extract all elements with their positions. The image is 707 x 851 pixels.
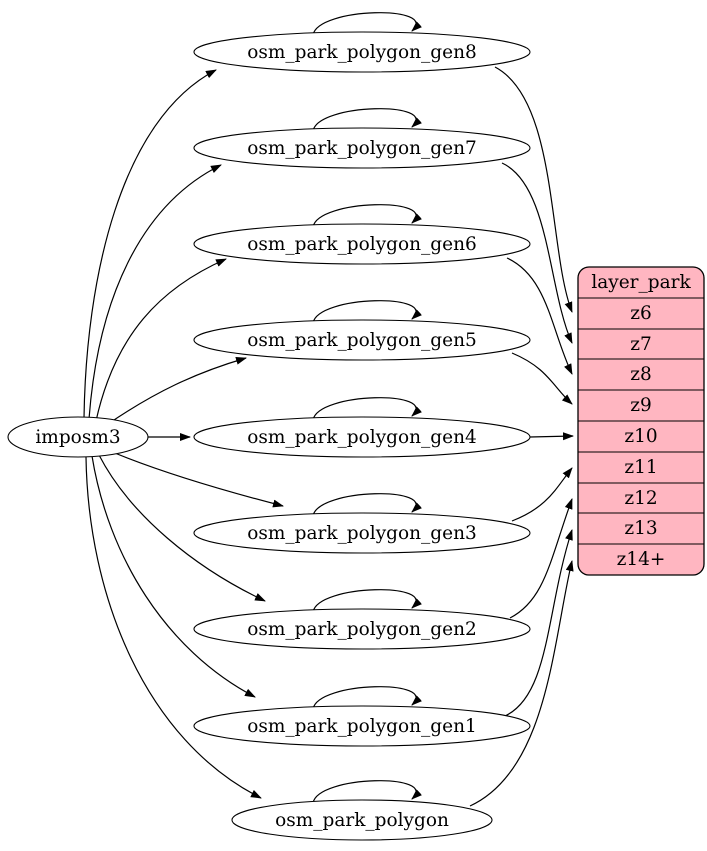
node-osm-park-polygon-gen4-shape	[193, 416, 531, 458]
node-osm-park-polygon-gen4: osm_park_polygon_gen4	[193, 416, 531, 458]
layer-park-row-z8: z8	[630, 364, 652, 385]
node-osm-park-polygon-gen1-label: osm_park_polygon_gen1	[247, 716, 477, 737]
node-osm-park-polygon-gen8-shape	[193, 31, 531, 73]
self-loop-osm-park-polygon-gen3	[312, 493, 423, 517]
node-osm-park-polygon-gen2-shape	[193, 608, 531, 650]
node-osm-park-polygon-gen8: osm_park_polygon_gen8	[193, 31, 531, 73]
node-osm-park-polygon-gen5-shape	[193, 319, 531, 361]
edge-imposm3-to-osm-park-polygon-gen7	[88, 164, 222, 420]
self-loop-osm-park-polygon-gen2	[312, 589, 423, 613]
self-loop-osm-park-polygon-gen5	[312, 300, 423, 324]
node-osm-park-polygon-gen8-label: osm_park_polygon_gen8	[247, 42, 477, 63]
self-loop-osm-park-polygon-gen8	[312, 12, 423, 36]
edge-osm-park-polygon-gen5-to-z9	[511, 352, 573, 405]
self-loops	[312, 12, 423, 804]
layer-park-row-z13: z13	[624, 518, 657, 539]
edge-imposm3-to-osm-park-polygon-gen2	[98, 454, 266, 602]
node-imposm3-label: imposm3	[35, 427, 120, 448]
node-osm-park-polygon-gen5: osm_park_polygon_gen5	[193, 319, 531, 361]
edge-osm-park-polygon-gen6-to-z8	[506, 257, 573, 375]
node-osm-park-polygon: osm_park_polygon	[231, 799, 493, 841]
node-osm-park-polygon-gen3: osm_park_polygon_gen3	[193, 512, 531, 554]
edge-imposm3-to-osm-park-polygon-gen6	[95, 258, 227, 422]
node-imposm3-shape	[7, 416, 149, 458]
node-osm-park-polygon-gen7-shape	[193, 127, 531, 169]
node-osm-park-polygon-gen5-label: osm_park_polygon_gen5	[247, 330, 477, 351]
self-loop-osm-park-polygon-gen1	[312, 686, 423, 710]
edge-osm-park-polygon-gen2-to-z12	[509, 498, 573, 619]
node-osm-park-polygon-gen1: osm_park_polygon_gen1	[193, 705, 531, 747]
self-loop-osm-park-polygon-gen6	[312, 204, 423, 228]
layer-park-title: layer_park	[591, 272, 691, 293]
node-osm-park-polygon-gen2: osm_park_polygon_gen2	[193, 608, 531, 650]
node-layer-park: layer_park z6 z7 z8 z9 z10 z11 z12 z13 z…	[577, 266, 705, 576]
graph-nodes: imposm3 osm_park_polygon_gen8 osm_park_p…	[7, 31, 531, 841]
edge-imposm3-to-osm-park-polygon-gen5	[107, 356, 247, 425]
node-osm-park-polygon-gen7: osm_park_polygon_gen7	[193, 127, 531, 169]
node-osm-park-polygon-gen6-label: osm_park_polygon_gen6	[247, 234, 477, 255]
node-osm-park-polygon-gen6-shape	[193, 223, 531, 265]
node-osm-park-polygon-gen4-label: osm_park_polygon_gen4	[247, 427, 477, 448]
edge-osm-park-polygon-gen4-to-z10	[529, 432, 574, 441]
node-osm-park-polygon-label: osm_park_polygon	[275, 810, 449, 831]
node-osm-park-polygon-gen1-shape	[193, 705, 531, 747]
layer-park-row-z12: z12	[624, 488, 657, 509]
layer-park-row-z7: z7	[630, 334, 652, 355]
edge-imposm3-to-osm-park-polygon	[85, 456, 262, 799]
edge-osm-park-polygon-gen7-to-z7	[501, 162, 573, 344]
edge-imposm3-to-osm-park-polygon-gen3	[109, 450, 284, 508]
edges-into-layer-park	[469, 66, 574, 807]
node-osm-park-polygon-gen3-label: osm_park_polygon_gen3	[247, 523, 477, 544]
layer-park-row-z10: z10	[624, 426, 657, 447]
self-loop-osm-park-polygon-gen4	[312, 397, 423, 421]
edge-osm-park-polygon-gen8-to-z6	[494, 66, 573, 313]
edge-osm-park-polygon-gen3-to-z11	[511, 467, 573, 522]
layer-park-row-z9: z9	[630, 395, 652, 416]
node-osm-park-polygon-gen2-label: osm_park_polygon_gen2	[247, 619, 477, 640]
node-osm-park-polygon-gen6: osm_park_polygon_gen6	[193, 223, 531, 265]
self-loop-osm-park-polygon-gen7	[312, 108, 423, 132]
edge-osm-park-polygon-gen1-to-z13	[504, 529, 573, 717]
layer-park-row-z6: z6	[630, 303, 652, 324]
node-osm-park-polygon-gen3-shape	[193, 512, 531, 554]
self-loop-osm-park-polygon	[312, 780, 423, 804]
layer-park-row-z14plus: z14+	[617, 549, 666, 570]
edges-from-imposm3	[83, 69, 284, 799]
layer-park-row-z11: z11	[624, 457, 657, 478]
node-osm-park-polygon-shape	[231, 799, 493, 841]
edge-osm-park-polygon-to-z14plus	[469, 560, 574, 807]
edge-imposm3-to-osm-park-polygon-gen1	[91, 455, 256, 698]
node-osm-park-polygon-gen7-label: osm_park_polygon_gen7	[247, 138, 477, 159]
node-imposm3: imposm3	[7, 416, 149, 458]
edge-imposm3-to-osm-park-polygon-gen8	[83, 69, 217, 419]
